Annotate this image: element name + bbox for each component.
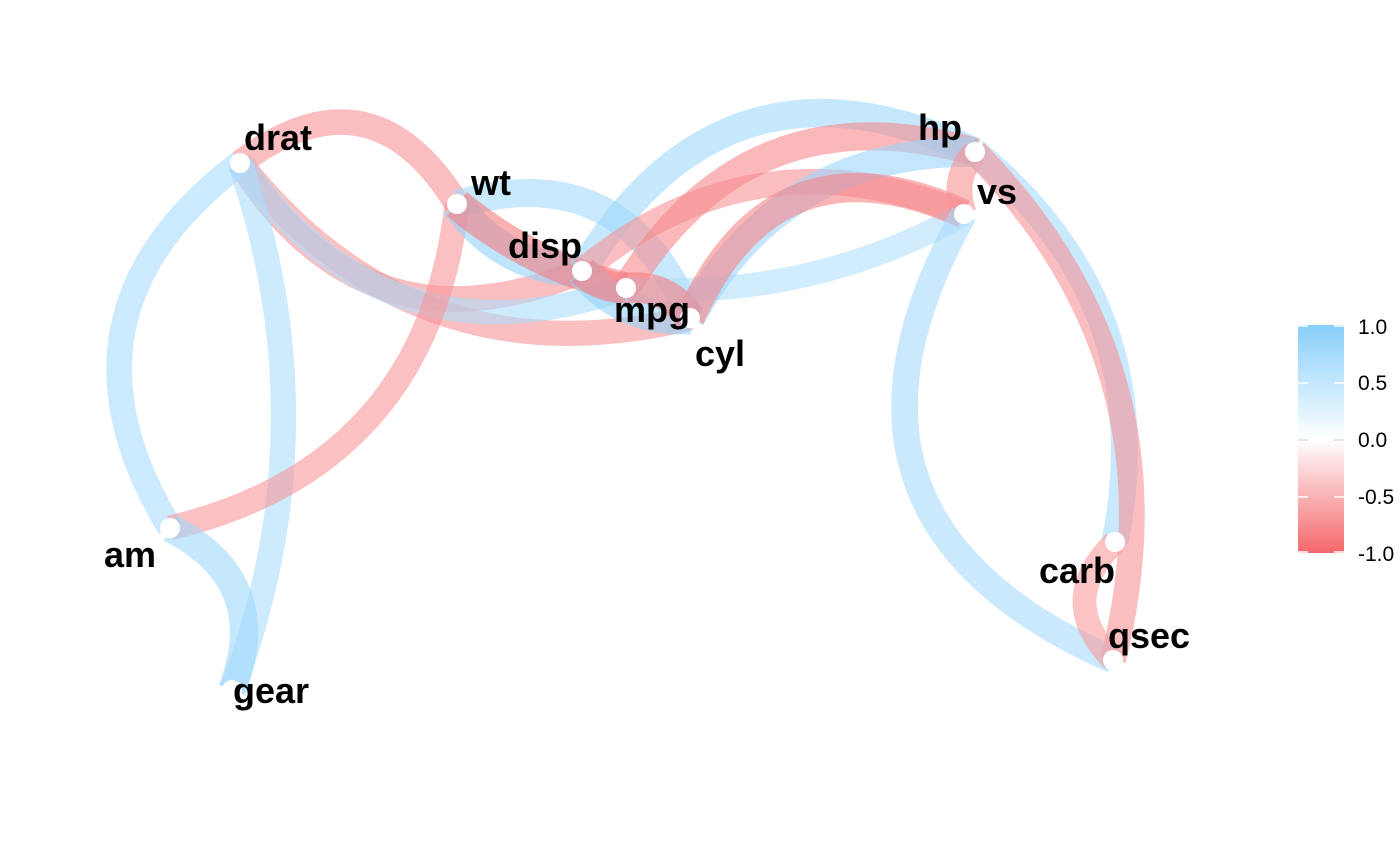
edge-drat-mpg xyxy=(229,156,631,325)
legend-colorbar xyxy=(1298,325,1344,553)
edge-vs-qsec xyxy=(891,207,1119,673)
node-gear xyxy=(222,680,242,700)
node-label-qsec: qsec xyxy=(1108,615,1190,656)
node-wt xyxy=(447,194,467,214)
edge-am-gear xyxy=(163,515,259,696)
edge-drat-am xyxy=(106,152,248,535)
edge-mpg-hp xyxy=(614,122,979,296)
legend-tick-label: 0.5 xyxy=(1358,372,1387,395)
legend-tick-label: -0.5 xyxy=(1358,486,1394,509)
edge-hp-qsec xyxy=(965,143,1145,664)
node-carb xyxy=(1105,532,1125,552)
node-disp xyxy=(572,261,592,281)
node-label-vs: vs xyxy=(977,171,1017,212)
node-drat xyxy=(230,153,250,173)
node-label-cyl: cyl xyxy=(695,333,745,374)
node-cyl xyxy=(680,308,700,328)
node-mpg xyxy=(616,278,636,298)
edge-cyl-vs xyxy=(676,173,970,324)
edge-wt-am xyxy=(167,202,470,541)
node-am xyxy=(160,518,180,538)
node-label-hp: hp xyxy=(918,107,962,148)
node-qsec xyxy=(1103,650,1123,670)
color-legend: 1.0 0.5 0.0 -0.5 -1.0 xyxy=(1298,316,1394,566)
edge-carb-qsec xyxy=(1072,533,1124,669)
node-label-drat: drat xyxy=(244,117,312,158)
nodes-layer xyxy=(160,142,1125,700)
node-label-disp: disp xyxy=(508,225,582,266)
node-label-wt: wt xyxy=(470,162,511,203)
node-vs xyxy=(954,204,974,224)
node-label-mpg: mpg xyxy=(614,289,690,330)
node-label-gear: gear xyxy=(233,670,309,711)
edge-drat-wt xyxy=(232,109,468,211)
node-label-am: am xyxy=(104,534,156,575)
legend-tick-label: 1.0 xyxy=(1358,316,1387,339)
legend-tick-label: 0.0 xyxy=(1358,429,1387,452)
node-hp xyxy=(965,142,985,162)
node-label-carb: carb xyxy=(1039,550,1115,591)
legend-tick-label: -1.0 xyxy=(1358,543,1394,566)
